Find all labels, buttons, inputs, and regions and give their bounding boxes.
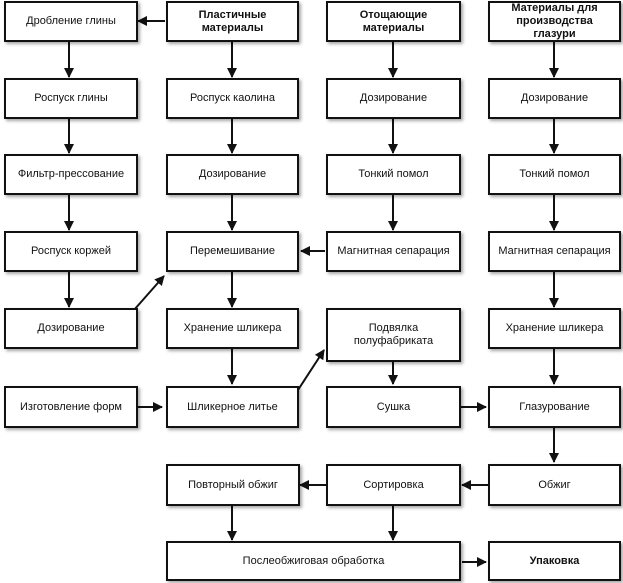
node-slip-storage-glaze: Хранение шликера — [488, 308, 621, 349]
node-thinning-materials: Отощающие материалы — [326, 1, 461, 42]
node-mixing: Перемешивание — [166, 231, 299, 272]
node-magnetic-separation-thinning: Магнитная сепарация — [326, 231, 461, 272]
node-clay-crushing: Дробление глины — [4, 1, 138, 42]
node-kaolin-dissolution: Роспуск каолина — [166, 78, 299, 119]
node-dosing-thinning: Дозирование — [326, 78, 461, 119]
node-glazing: Глазурование — [488, 386, 621, 428]
arrow-dosing-to-mixing — [133, 275, 165, 311]
node-packaging: Упаковка — [488, 541, 621, 581]
node-slip-storage-main: Хранение шликера — [166, 308, 299, 349]
node-drying: Сушка — [326, 386, 461, 428]
node-plastic-materials: Пластичные материалы — [166, 1, 299, 42]
node-mold-making: Изготовление форм — [4, 386, 138, 428]
node-slip-casting: Шликерное литье — [166, 386, 299, 428]
node-firing: Обжиг — [488, 464, 621, 506]
node-dosing-plastic: Дозирование — [166, 154, 299, 195]
node-dosing-glaze: Дозирование — [488, 78, 621, 119]
node-glaze-materials: Материалы для производства глазури — [488, 1, 621, 42]
node-magnetic-separation-glaze: Магнитная сепарация — [488, 231, 621, 272]
node-dosing-clay-line: Дозирование — [4, 308, 138, 349]
node-fine-grinding-glaze: Тонкий помол — [488, 154, 621, 195]
node-filter-pressing: Фильтр-прессование — [4, 154, 138, 195]
node-post-firing: Послеобжиговая обработка — [166, 541, 461, 581]
node-clay-dissolution: Роспуск глины — [4, 78, 138, 119]
node-semi-product-drying: Подвялка полуфабриката — [326, 308, 461, 362]
arrow-casting-to-drying — [297, 349, 325, 391]
node-cake-dissolution: Роспуск коржей — [4, 231, 138, 272]
node-fine-grinding-thinning: Тонкий помол — [326, 154, 461, 195]
node-sorting: Сортировка — [326, 464, 461, 506]
node-re-firing: Повторный обжиг — [166, 464, 300, 506]
